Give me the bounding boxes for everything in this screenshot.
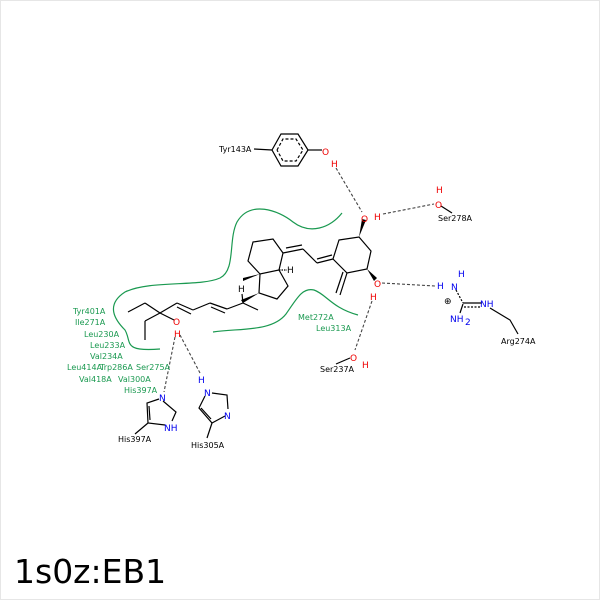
his397-n: N (159, 394, 166, 404)
ring-h: H (287, 266, 294, 276)
ligand-o1: O (361, 215, 368, 225)
hydrophobic-ser275: Ser275A (136, 363, 171, 372)
diagram-title: 1s0z:EB1 (14, 552, 167, 591)
his305-n2: N (224, 412, 231, 422)
ser237-hydrogen: H (362, 361, 369, 371)
hbond-arg274 (381, 282, 436, 287)
hydrophobic-contour-left (112, 208, 343, 351)
ligand-o25: O (173, 318, 180, 328)
ser237-bond (335, 357, 351, 365)
ser278-hydrogen: H (436, 186, 443, 196)
ser237-oxygen: O (350, 354, 357, 364)
hydrophobic-leu414: Leu414A (67, 363, 103, 372)
his397-nh: NH (164, 424, 178, 434)
ligand-h1: H (374, 213, 381, 223)
hydrophobic-tyr401: Tyr401A (72, 307, 106, 316)
hbond-ser237 (354, 300, 373, 351)
label-arg274: Arg274A (501, 337, 536, 346)
his305-residue (198, 392, 229, 439)
hydrophobic-ile271: Ile271A (75, 318, 106, 327)
ligand-h3: H (370, 293, 377, 303)
label-tyr143: Tyr143A (218, 145, 252, 154)
hydrophobic-his397: His397A (124, 386, 158, 395)
tyr-oxygen: O (322, 148, 329, 158)
arg-n: N (451, 283, 458, 293)
hbond-tyr143 (335, 167, 363, 213)
charge-plus: ⊕ (444, 297, 452, 307)
ser278-oxygen: O (435, 201, 442, 211)
label-ser278: Ser278A (438, 214, 473, 223)
his305-n: N (204, 389, 211, 399)
hydrophobic-met272: Met272A (298, 313, 334, 322)
hbond-his305 (179, 334, 201, 374)
hydrophobic-leu230: Leu230A (84, 330, 120, 339)
hydrophobic-val234: Val234A (90, 352, 123, 361)
arg-nh2: NH (450, 315, 464, 325)
ligand-o3: O (374, 280, 381, 290)
a-ring (282, 219, 377, 296)
hydrophobic-trp286: Trp286A (99, 363, 133, 372)
arg-h: H (458, 270, 465, 280)
chain-h: H (238, 285, 245, 295)
hydrophobic-val418: Val418A (79, 375, 112, 384)
hydrophobic-leu313: Leu313A (316, 324, 352, 333)
arg274-residue (455, 289, 519, 335)
label-his397: His397A (118, 435, 152, 444)
cd-rings (127, 238, 289, 340)
arg-nh: NH (480, 300, 494, 310)
label-his305: His305A (191, 441, 225, 450)
his305-h: H (198, 376, 205, 386)
arg-nh2-sub: 2 (465, 318, 471, 328)
his397-residue (134, 398, 177, 435)
hbond-his397 (163, 336, 176, 393)
hydrophobic-leu233: Leu233A (90, 341, 126, 350)
arg-h2: H (437, 282, 444, 292)
label-ser237: Ser237A (320, 365, 355, 374)
tyr-hydrogen: H (331, 160, 338, 170)
hbond-ser278 (382, 203, 435, 215)
hydrophobic-val300: Val300A (118, 375, 151, 384)
hydrophobic-contour-right (212, 288, 359, 333)
ligand-h25: H (174, 330, 181, 340)
ser278-bond (440, 205, 453, 214)
tyr143-residue (253, 133, 322, 167)
